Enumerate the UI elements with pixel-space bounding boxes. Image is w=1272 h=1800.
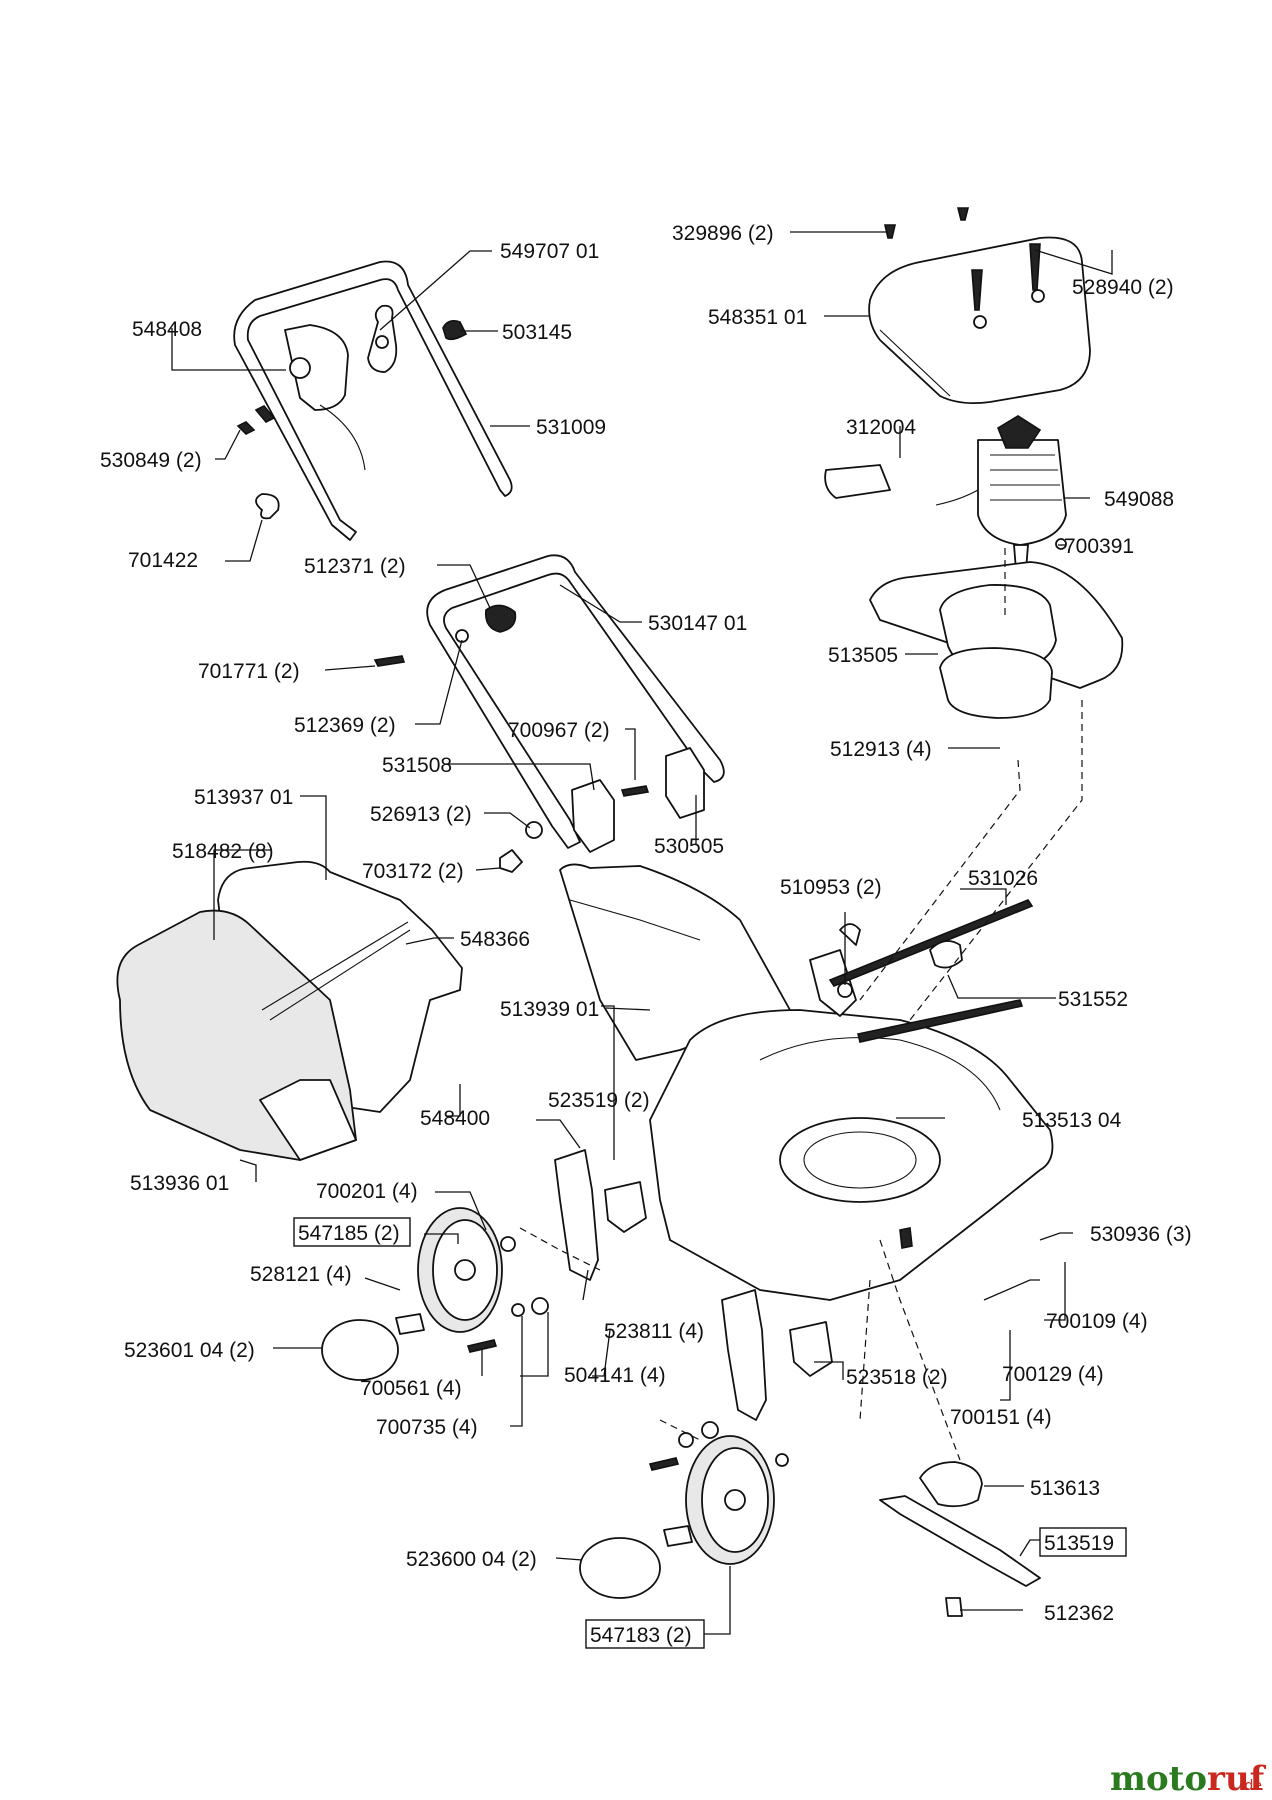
mower-deck	[649, 923, 1054, 1301]
label-510953: 510953 (2)	[780, 876, 882, 899]
label-523519: 523519 (2)	[548, 1089, 650, 1112]
label-548408: 548408	[132, 318, 202, 341]
label-523811: 523811 (4)	[604, 1320, 704, 1343]
label-701422: 701422	[128, 549, 198, 572]
label-530936: 530936 (3)	[1090, 1223, 1192, 1246]
label-528940: 528940 (2)	[1072, 276, 1174, 299]
label-512369: 512369 (2)	[294, 714, 396, 737]
alignment-lines	[519, 548, 1083, 1461]
label-523600-04: 523600 04 (2)	[406, 1548, 537, 1571]
label-513939-01: 513939 01	[500, 998, 599, 1021]
label-504141: 504141 (4)	[564, 1364, 666, 1387]
label-513613: 513613	[1030, 1477, 1100, 1500]
label-box-513519	[1039, 1527, 1127, 1557]
wheel-front	[321, 1207, 549, 1381]
label-549707-01: 549707 01	[500, 240, 599, 263]
label-700967: 700967 (2)	[508, 719, 610, 742]
label-513519: 513519	[1044, 1532, 1114, 1555]
label-530849: 530849 (2)	[100, 449, 202, 472]
motor	[824, 415, 1067, 571]
label-531552: 531552	[1058, 988, 1128, 1011]
label-548400: 548400	[420, 1107, 490, 1130]
motor-cover	[868, 207, 1091, 405]
label-548366: 548366	[460, 928, 530, 951]
wheel-rear	[579, 1421, 789, 1599]
label-548351-01: 548351 01	[708, 306, 807, 329]
labels: 329896 (2) 549707 01 528940 (2) 548408 5…	[100, 222, 1192, 1649]
svg-text:.de: .de	[1240, 1778, 1262, 1794]
label-518482: 518482 (8)	[172, 840, 274, 863]
label-547185: 547185 (2)	[298, 1222, 400, 1245]
label-703172: 703172 (2)	[362, 860, 464, 883]
label-513936-01: 513936 01	[130, 1172, 229, 1195]
label-512362: 512362	[1044, 1602, 1114, 1625]
label-530147-01: 530147 01	[648, 612, 747, 635]
blade-assembly	[879, 1461, 1041, 1617]
rear-axle	[828, 899, 1034, 998]
label-box-547185	[293, 1217, 411, 1247]
label-700735: 700735 (4)	[376, 1416, 478, 1439]
label-700391: 700391	[1064, 535, 1134, 558]
label-512913: 512913 (4)	[830, 738, 932, 761]
label-513505: 513505	[828, 644, 898, 667]
label-503145: 503145	[502, 321, 572, 344]
label-530505: 530505	[654, 835, 724, 858]
motor-plate	[869, 561, 1124, 719]
label-547183: 547183 (2)	[590, 1624, 692, 1647]
label-700129: 700129 (4)	[1002, 1363, 1104, 1386]
label-526913: 526913 (2)	[370, 803, 472, 826]
label-531026: 531026	[968, 867, 1038, 890]
label-700151: 700151 (4)	[950, 1406, 1052, 1429]
label-700109: 700109 (4)	[1046, 1310, 1148, 1333]
label-512371: 512371 (2)	[304, 555, 406, 578]
grass-bag	[116, 860, 791, 1161]
label-329896: 329896 (2)	[672, 222, 774, 245]
label-700561: 700561 (4)	[360, 1377, 462, 1400]
label-523518: 523518 (2)	[846, 1366, 948, 1389]
handle-lower	[373, 554, 725, 873]
label-523601-04: 523601 04 (2)	[124, 1339, 255, 1362]
label-531508: 531508	[382, 754, 452, 777]
leader-lines	[171, 231, 1113, 1635]
handle-upper	[233, 260, 513, 541]
label-701771: 701771 (2)	[198, 660, 300, 683]
label-531009: 531009	[536, 416, 606, 439]
label-549088: 549088	[1104, 488, 1174, 511]
svg-text:motoruf: motoruf	[1110, 1759, 1267, 1799]
label-513937-01: 513937 01	[194, 786, 293, 809]
label-box-547183	[585, 1619, 705, 1649]
watermark-logo: motoruf .de	[1110, 1759, 1267, 1799]
label-528121: 528121 (4)	[250, 1263, 352, 1286]
label-700201: 700201 (4)	[316, 1180, 418, 1203]
label-312004: 312004	[846, 416, 916, 439]
label-513513-04: 513513 04	[1022, 1109, 1122, 1132]
